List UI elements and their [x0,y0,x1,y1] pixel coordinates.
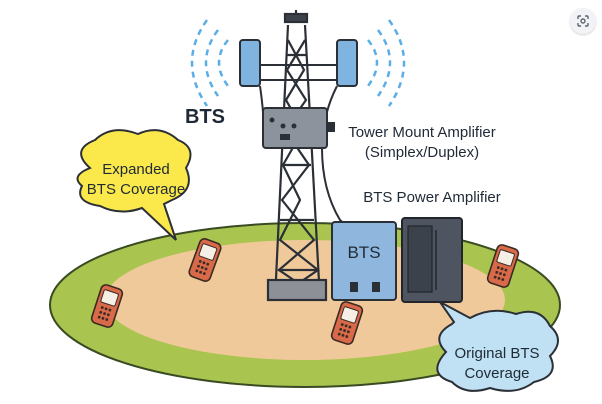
signal-waves-left [190,19,230,107]
cables [259,85,351,229]
antenna-panel-right [336,39,358,87]
bts-label: BTS [185,106,225,128]
tower-mount-amplifier [262,107,335,149]
original-coverage-bubble [436,301,559,392]
original-label-line1: Original BTS [454,345,539,362]
visual-search-icon[interactable] [570,8,596,34]
tower-amplifier-label-line2: (Simplex/Duplex) [365,144,479,161]
cabinet-bts-label: BTS [347,243,380,262]
bts-power-amplifier-cabinet [401,217,463,303]
expanded-label-line2: BTS Coverage [87,181,185,198]
expanded-label-line1: Expanded [102,161,170,178]
lens-glyph [577,15,589,27]
original-label-line2: Coverage [464,365,529,382]
tower-amplifier-label-line1: Tower Mount Amplifier [348,124,496,141]
antenna-panel-left [239,39,261,87]
tower [250,10,342,302]
expanded-coverage-bubble [76,129,192,241]
bts-cabinet [331,221,397,301]
signal-waves-right [366,19,406,107]
power-amplifier-label: BTS Power Amplifier [363,189,501,206]
